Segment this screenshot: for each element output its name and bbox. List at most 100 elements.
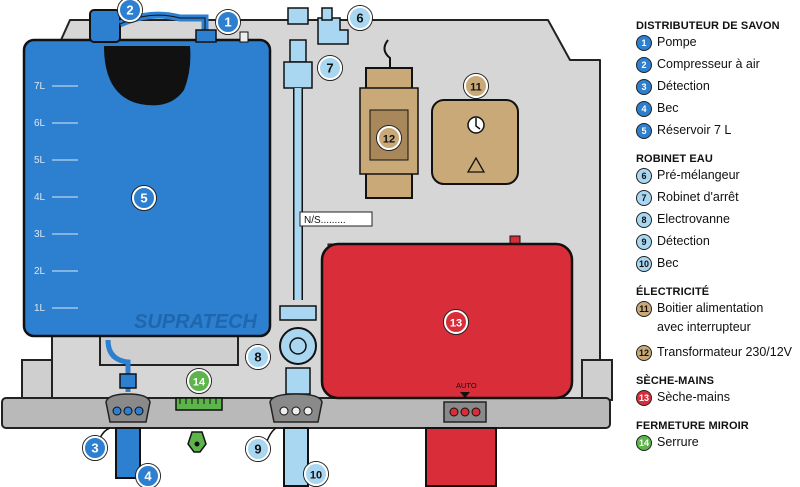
legend-item-label: Bec — [657, 256, 679, 270]
reservoir-opening — [104, 46, 191, 106]
callout-8: 8 — [245, 344, 271, 370]
mirror-lock-plate — [175, 397, 223, 411]
dryer-callout — [444, 310, 468, 334]
legend-title-soap: DISTRIBUTEUR DE SAVON — [636, 20, 780, 32]
legend-item-label: Compresseur à air — [657, 57, 760, 71]
callout-4: 4 — [135, 463, 161, 487]
water-callout — [246, 345, 270, 369]
callout-number: 11 — [470, 82, 482, 94]
callout-number: 3 — [91, 441, 98, 456]
serial-plate — [299, 211, 373, 227]
callout-number: 10 — [310, 470, 322, 482]
tank-level-mark: 7L — [34, 81, 46, 92]
brand-label: SUPRATECH — [134, 311, 258, 333]
soap-callout — [118, 0, 142, 22]
callout-number: 5 — [140, 191, 147, 206]
callout-number: 8 — [254, 350, 261, 365]
soap-detection-leds — [112, 406, 144, 416]
dryer-mode-label: AUTO — [456, 381, 477, 390]
callout-3: 3 — [82, 435, 108, 461]
legend-item-label: Boitier alimentation — [657, 301, 764, 315]
callout-number: 13 — [450, 318, 462, 330]
callout-number: 12 — [383, 134, 395, 146]
legend-dryer-list: 13 Sèche-mains — [636, 389, 800, 411]
pre-mixer — [287, 7, 309, 25]
warning-symbol — [466, 156, 486, 173]
mirror-callout — [187, 369, 211, 393]
legend-item-label: Sèche-mains — [657, 390, 730, 404]
tank-level-mark: 4L — [34, 192, 46, 203]
legend-item-label: Pré-mélangeur — [657, 168, 740, 182]
soap-callout — [216, 10, 240, 34]
tank-level-mark: 5L — [34, 155, 46, 166]
soap-callout — [83, 436, 107, 460]
legend-item-label: Transformateur 230/12V — [657, 345, 793, 359]
legend-badge-icon: 6 — [636, 168, 652, 184]
legend-item-label-line2: avec interrupteur — [657, 320, 751, 334]
callout-1: 1 — [215, 9, 241, 35]
legend-badge-icon: 12 — [636, 345, 652, 361]
soap-callout — [136, 464, 160, 487]
callout-7: 7 — [317, 55, 343, 81]
callout-14: 14 — [186, 368, 212, 394]
dryer-mode-arrow — [460, 392, 470, 398]
legend-badge-icon: 8 — [636, 212, 652, 228]
legend-badge-icon: 2 — [636, 57, 652, 73]
callout-number: 4 — [144, 469, 152, 484]
legend-item-2: 2 Compresseur à air — [636, 56, 800, 78]
power-box — [431, 99, 519, 185]
water-callout — [304, 462, 328, 486]
soap-callout — [132, 186, 156, 210]
legend-title-electric: ÉLECTRICITÉ — [636, 286, 710, 298]
legend-badge-icon: 3 — [636, 79, 652, 95]
legend-title-mirror: FERMETURE MIROIR — [636, 420, 749, 432]
water-callout — [348, 6, 372, 30]
legend-title-dryer: SÈCHE-MAINS — [636, 375, 715, 387]
callout-12: 12 — [376, 125, 402, 151]
callout-number: 14 — [193, 377, 206, 389]
legend-badge-icon: 9 — [636, 234, 652, 250]
electric-callout — [464, 74, 488, 98]
callout-number: 7 — [326, 61, 333, 76]
callout-number: 1 — [224, 15, 231, 30]
legend-badge-icon: 1 — [636, 35, 652, 51]
callout-number: 9 — [254, 442, 261, 457]
dryer-sensor-leds — [449, 407, 481, 417]
callout-2: 2 — [117, 0, 143, 23]
callout-5: 5 — [131, 185, 157, 211]
legend-item-13: 13 Sèche-mains — [636, 389, 800, 411]
electric-callout — [377, 126, 401, 150]
legend-badge-icon: 4 — [636, 101, 652, 117]
callout-6: 6 — [347, 5, 373, 31]
legend-title-water: ROBINET EAU — [636, 153, 713, 165]
legend-badge-icon: 13 — [636, 390, 652, 406]
water-callout — [318, 56, 342, 80]
legend-item-label: Détection — [657, 79, 710, 93]
serial-number: N/S......... — [304, 215, 346, 226]
dryer-outlet — [425, 427, 497, 487]
water-callout — [246, 437, 270, 461]
callout-10: 10 — [303, 461, 329, 487]
tank-level-mark: 1L — [34, 303, 46, 314]
shutoff-valve — [283, 61, 313, 89]
tank-level-mark: 3L — [34, 229, 46, 240]
legend-badge-icon: 14 — [636, 435, 652, 451]
legend-item-label: Détection — [657, 234, 710, 248]
callout-number: 6 — [356, 11, 363, 26]
